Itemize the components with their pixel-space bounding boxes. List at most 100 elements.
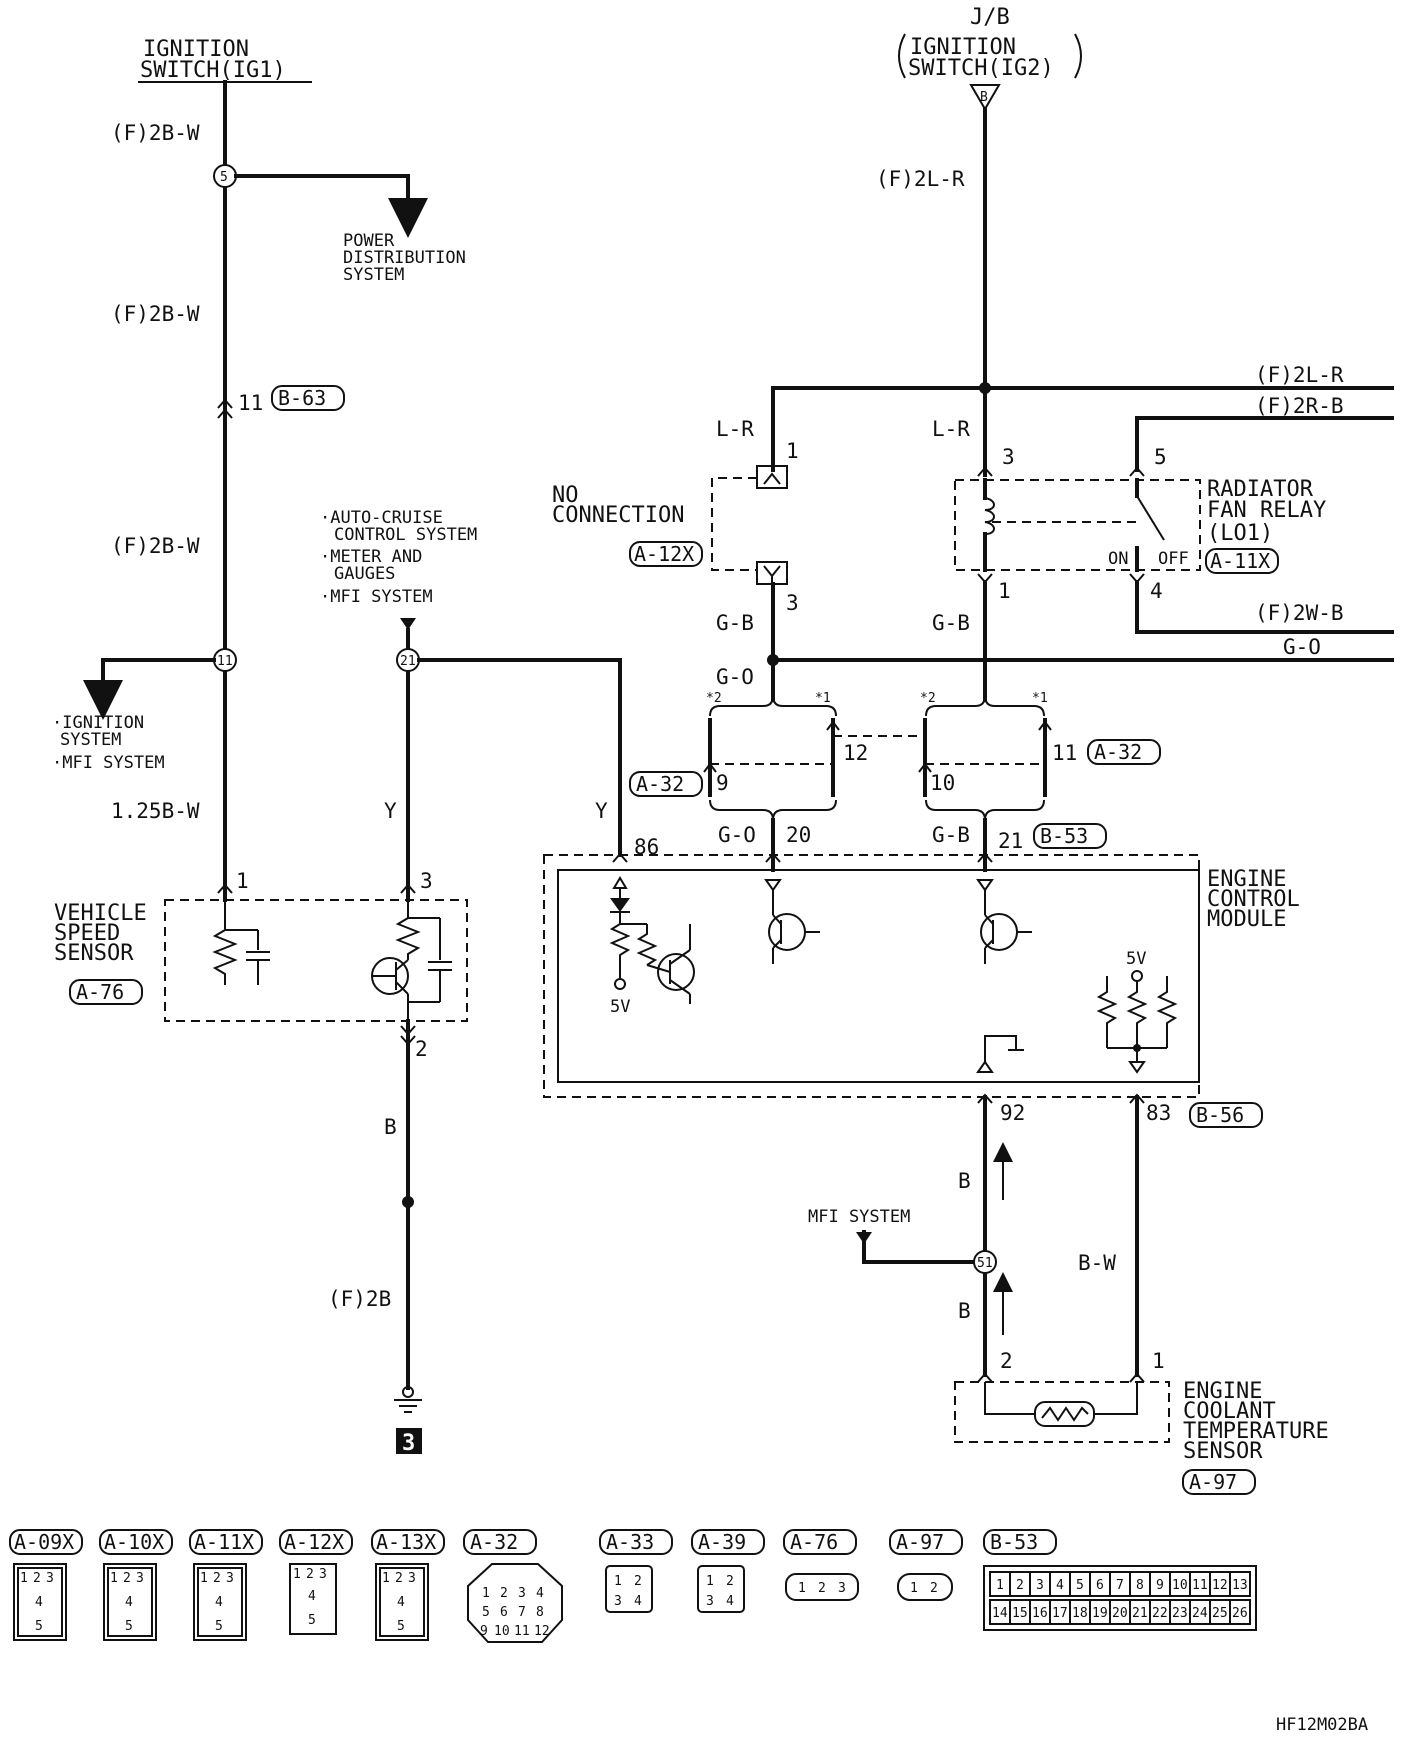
svg-text:5: 5 — [397, 1619, 405, 1634]
svg-text:1: 1 — [798, 1581, 806, 1596]
b53-pin-label: 12 — [1212, 1578, 1228, 1593]
ignition-switch-ig1: IGNITION SWITCH(IG1) — [138, 37, 312, 83]
legend-a12x: A-12X — [284, 1530, 344, 1554]
relay-label-3: (LO1) — [1207, 521, 1273, 546]
conn-a11x: A-11X — [1210, 549, 1270, 573]
pin-1-ect: 1 — [1152, 1349, 1165, 1373]
svg-text:2: 2 — [395, 1571, 403, 1586]
vehicle-speed-sensor: VEHICLE SPEED SENSOR A-76 — [54, 899, 468, 1022]
svg-text:1: 1 — [200, 1571, 208, 1586]
pin-3-a12x: 3 — [786, 591, 799, 615]
ect-label-3: TEMPERATURE — [1183, 1419, 1329, 1444]
five-v-a: 5V — [610, 997, 630, 1017]
pin-3-vss: 3 — [420, 869, 433, 893]
ect-label-4: SENSOR — [1183, 1439, 1263, 1464]
b53-pin-label: 3 — [1036, 1578, 1044, 1593]
ig2-label-2: SWITCH(IG2) — [908, 56, 1054, 81]
power-dist-1: POWER — [343, 231, 395, 251]
power-dist-3: SYSTEM — [343, 265, 404, 285]
svg-text:3: 3 — [706, 1594, 714, 1609]
relay-on: ON — [1108, 549, 1128, 569]
splice-11-label: 11 — [217, 654, 233, 669]
star2-a: *2 — [706, 691, 722, 706]
splice-21-label: 21 — [400, 654, 416, 669]
svg-text:3: 3 — [614, 1594, 622, 1609]
b53-pin-label: 23 — [1172, 1606, 1188, 1621]
ect-label-1: ENGINE — [1183, 1379, 1262, 1404]
wire-label-y-left: Y — [384, 799, 397, 823]
svg-text:4: 4 — [125, 1595, 133, 1610]
wire-label-b-ecm-a: B — [958, 1169, 971, 1193]
b53-pin-label: 17 — [1052, 1606, 1068, 1621]
vss-label-1: VEHICLE — [54, 901, 147, 926]
svg-text:7: 7 — [518, 1605, 526, 1620]
pin-21: 21 — [998, 829, 1023, 853]
svg-text:5: 5 — [35, 1619, 43, 1634]
conn-a32-right: A-32 — [1094, 740, 1142, 764]
pin-20: 20 — [786, 823, 811, 847]
svg-text:3: 3 — [136, 1571, 144, 1586]
legend-a39: A-39 — [698, 1530, 746, 1554]
wire-label-gb-left: G-B — [716, 611, 754, 635]
no-connection-a12x: NO CONNECTION A-12X — [552, 465, 788, 585]
pin-1-vss: 1 — [236, 869, 249, 893]
legend-b53: B-53 — [990, 1530, 1038, 1554]
star2-b: *2 — [920, 691, 936, 706]
conn-b53: B-53 — [1040, 824, 1088, 848]
svg-text:1: 1 — [910, 1581, 918, 1596]
b53-pin-cell — [1229, 1571, 1251, 1597]
pin-4-relay: 4 — [1150, 579, 1163, 603]
b53-pin-label: 11 — [1192, 1578, 1208, 1593]
svg-text:2: 2 — [726, 1574, 734, 1589]
pin-10: 10 — [930, 771, 955, 795]
svg-text:3: 3 — [226, 1571, 234, 1586]
wire-label-go-bottom: G-O — [718, 823, 756, 847]
ig1-label-1: IGNITION — [143, 37, 249, 62]
ig2-label-1: IGNITION — [910, 35, 1016, 60]
svg-text:1: 1 — [614, 1574, 622, 1589]
wire-label-f2lr-top: (F)2L-R — [876, 167, 965, 191]
b53-pin-label: 24 — [1192, 1606, 1208, 1621]
wire-label-lr-mid: L-R — [932, 417, 970, 441]
ecm-label-1: ENGINE — [1207, 867, 1286, 892]
auto-cruise-1: ·AUTO-CRUISE — [320, 508, 443, 528]
svg-text:11: 11 — [514, 1624, 530, 1639]
pin-2-ect: 2 — [1000, 1349, 1013, 1373]
vss-label-3: SENSOR — [54, 941, 134, 966]
wire-label-f2wb: (F)2W-B — [1255, 601, 1344, 625]
wire-label-f2b: (F)2B — [328, 1287, 391, 1311]
b53-pin-label: 25 — [1212, 1606, 1228, 1621]
conn-a97: A-97 — [1189, 1470, 1237, 1494]
pin-92: 92 — [1000, 1101, 1025, 1125]
wire-label-y-right: Y — [595, 799, 608, 823]
joint-connector-a32: *2 *1 *2 *1 12 11 A-32 A-32 9 10 — [629, 691, 1161, 821]
star1-a: *1 — [815, 691, 831, 706]
pin-11-b63: 11 — [238, 391, 263, 415]
ig2-terminal: B — [980, 90, 988, 105]
b53-pin-label: 13 — [1232, 1578, 1248, 1593]
ect-label-2: COOLANT — [1183, 1399, 1276, 1424]
svg-text:4: 4 — [35, 1595, 43, 1610]
svg-text:3: 3 — [838, 1581, 846, 1596]
b53-pin-label: 19 — [1092, 1606, 1108, 1621]
pin-1-relay: 1 — [998, 579, 1011, 603]
engine-coolant-temperature-sensor: ENGINE COOLANT TEMPERATURE SENSOR A-97 — [954, 1379, 1329, 1495]
ig1-label-2: SWITCH(IG1) — [140, 58, 286, 83]
diagram-code: HF12M02BA — [1276, 1715, 1368, 1735]
wire-label-f2bw-b: (F)2B-W — [111, 302, 200, 326]
no-conn-label-2: CONNECTION — [552, 503, 684, 528]
ground-point-3: 3 — [402, 1431, 415, 1456]
b53-pin-label: 21 — [1132, 1606, 1148, 1621]
wire-label-gb-mid: G-B — [932, 611, 970, 635]
svg-text:3: 3 — [518, 1586, 526, 1601]
conn-b63: B-63 — [278, 386, 326, 410]
legend-a10x: A-10X — [104, 1530, 164, 1554]
b53-pin-label: 6 — [1096, 1578, 1104, 1593]
wire-label-gb-bottom: G-B — [932, 823, 970, 847]
conn-a12x: A-12X — [634, 542, 694, 566]
svg-text:1: 1 — [706, 1574, 714, 1589]
b53-pin-label: 5 — [1076, 1578, 1084, 1593]
pin-9: 9 — [716, 771, 729, 795]
